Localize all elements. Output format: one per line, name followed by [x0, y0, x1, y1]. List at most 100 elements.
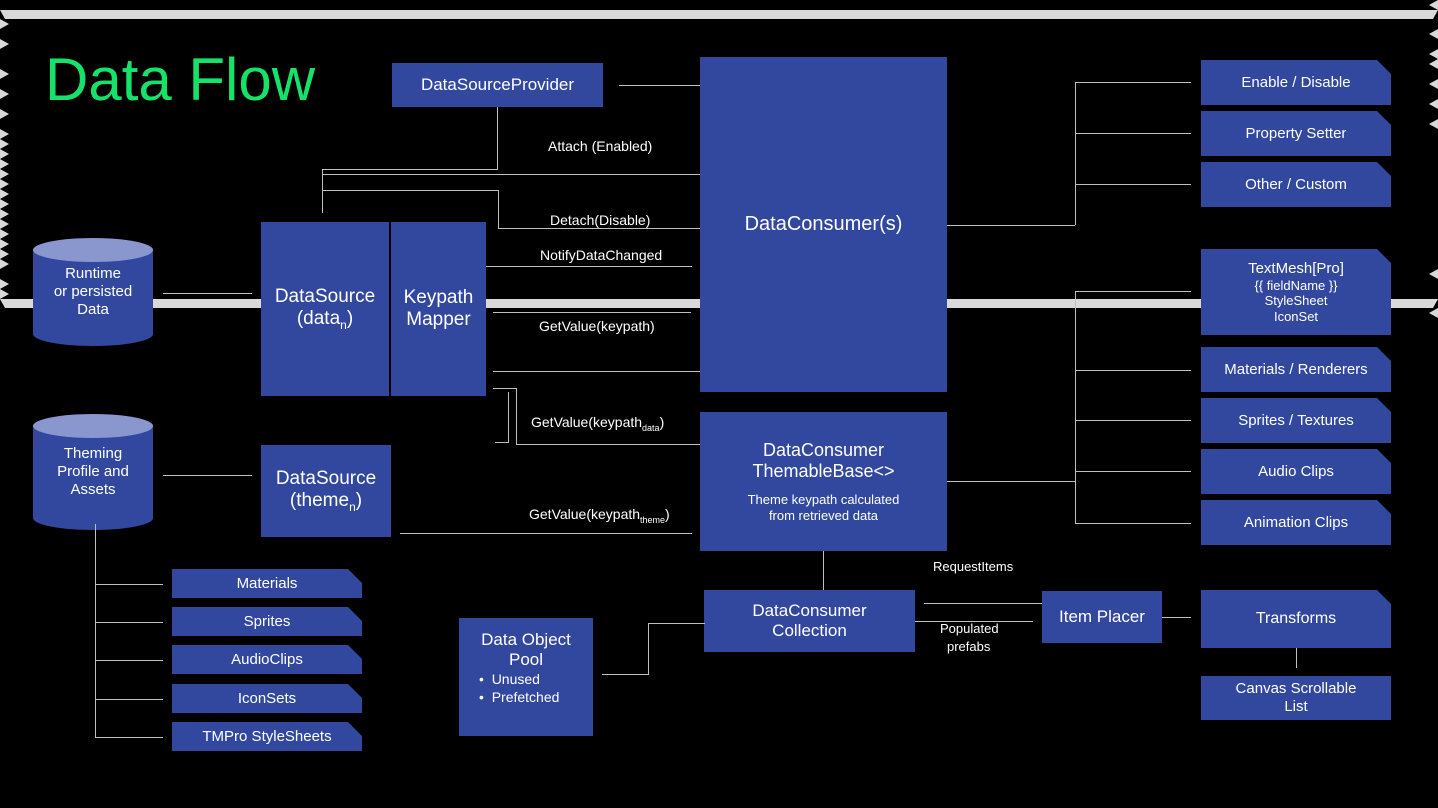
node-animation-clips[interactable]: Animation Clips: [1201, 500, 1391, 545]
node-canvas-scrollable-list[interactable]: Canvas Scrollable List: [1201, 676, 1391, 720]
edge-gv-data-vert1: [516, 388, 517, 444]
node-materials-renderers[interactable]: Materials / Renderers: [1201, 347, 1391, 392]
edge-provider-down2: [322, 169, 323, 213]
node-data-consumers[interactable]: DataConsumer(s): [700, 57, 947, 392]
arrowhead-right-gv-data: [0, 69, 1438, 79]
edge-detach-vert: [498, 190, 499, 228]
divider-datasource-keypath: [389, 222, 391, 396]
edge-provider-across: [322, 169, 498, 170]
node-transforms[interactable]: Transforms: [1201, 590, 1391, 648]
label-getvalue-keypath-data: GetValue(keypathdata): [531, 414, 665, 433]
edge-gv-data-vert2: [508, 392, 509, 442]
arrowhead-materials-renderers: [0, 229, 1438, 239]
pool-line2: Pool: [508, 650, 544, 670]
node-asset-materials[interactable]: Materials: [172, 569, 362, 598]
pool-line1: Data Object: [481, 630, 571, 649]
cylinder-theming-assets: Theming Profile and Assets: [33, 414, 153, 530]
node-keypath-mapper-line1: Keypath: [403, 286, 474, 308]
cylinder-body: [33, 249, 153, 335]
themable-base-sub1: Theme keypath calculated: [747, 492, 900, 508]
edge-consumers-trunk: [1075, 82, 1076, 225]
node-enable-disable[interactable]: Enable / Disable: [1201, 60, 1391, 105]
node-textmesh-pro[interactable]: TextMesh[Pro] {{ fieldName }} StyleSheet…: [1201, 249, 1391, 335]
arrowhead-right-datasource: [0, 109, 1438, 119]
arrowhead-left-runtime: [0, 99, 1438, 109]
edge-gv-data-seg3: [495, 442, 509, 443]
cylinder-top: [33, 238, 153, 262]
edge-themable-right: [947, 481, 1075, 482]
edge-asset-tmpro: [95, 737, 163, 738]
arrowhead-transforms: [0, 289, 1438, 299]
label-attach: Attach (Enabled): [548, 138, 653, 154]
node-data-consumer-collection[interactable]: DataConsumer Collection: [704, 590, 915, 652]
textmesh-line1: TextMesh[Pro]: [1248, 260, 1344, 278]
edge-to-materials-renderers: [1075, 370, 1191, 371]
canvas-list-line2: List: [1284, 698, 1308, 715]
arrowhead-right-gv-theme: [0, 89, 1438, 99]
node-audio-clips[interactable]: Audio Clips: [1201, 449, 1391, 494]
node-data-source-theme[interactable]: DataSource (themen): [261, 445, 391, 537]
edge-collection-pool-top: [648, 623, 705, 624]
edge-to-animation-clips: [1075, 523, 1191, 524]
themable-base-sub2: from retrieved data: [768, 507, 879, 523]
arrowhead-other-custom: [0, 209, 1438, 219]
arrowhead-asset-tmpro: [0, 179, 1438, 189]
edge-themable-to-collection: [823, 551, 824, 590]
arrowhead-populated-prefabs: [0, 279, 1438, 289]
cylinder-runtime-label: Runtime or persisted Data: [53, 265, 133, 318]
node-keypath-mapper-line2: Mapper: [406, 309, 471, 330]
edge-detach-across: [322, 190, 498, 191]
arrowhead-asset-materials: [0, 139, 1438, 149]
node-data-source-provider[interactable]: DataSourceProvider: [392, 63, 603, 107]
cylinder-runtime-data: Runtime or persisted Data: [33, 238, 153, 346]
node-themable-base[interactable]: DataConsumer ThemableBase<> Theme keypat…: [700, 412, 947, 551]
arrowhead-sprites-textures: [0, 239, 1438, 249]
label-request-items: RequestItems: [933, 559, 1014, 574]
cylinder-body: [33, 425, 153, 519]
arrowhead-left-provider: [0, 0, 1438, 10]
node-data-object-pool[interactable]: Data Object Pool Unused Prefetched: [459, 618, 593, 736]
themable-base-line2: ThemableBase<>: [752, 461, 895, 482]
page-title: Data Flow: [45, 46, 316, 113]
node-data-source-data[interactable]: DataSource (datan): [261, 222, 389, 396]
arrowhead-down-datasource: [0, 10, 1438, 19]
edge-collection-pool-bot: [602, 674, 649, 675]
node-property-setter[interactable]: Property Setter: [1201, 111, 1391, 156]
arrowhead-left-return: [0, 49, 1438, 59]
edge-asset-iconsets: [95, 699, 163, 700]
edge-to-textmesh: [1075, 291, 1191, 292]
edge-provider-down: [497, 107, 498, 169]
arrowhead-left-gv-data: [0, 59, 1438, 69]
arrowhead-asset-audioclips: [0, 159, 1438, 169]
node-other-custom[interactable]: Other / Custom: [1201, 162, 1391, 207]
arrowhead-left-getvalue: [0, 29, 1438, 39]
arrowhead-right-getvalue: [0, 39, 1438, 49]
arrowhead-property-setter: [0, 199, 1438, 209]
edge-placer-transforms: [1162, 617, 1191, 618]
edge-runtime-datasource: [163, 293, 252, 294]
textmesh-line2: {{ fieldName }}: [1254, 277, 1338, 293]
node-asset-tmpro-stylesheets[interactable]: TMPro StyleSheets: [172, 722, 362, 751]
edge-consumers-right: [947, 225, 1075, 226]
edge-to-enable-disable: [1075, 82, 1191, 83]
edge-theming-datasource: [163, 475, 252, 476]
edge-to-other-custom: [1075, 184, 1191, 185]
node-keypath-mapper[interactable]: Keypath Mapper: [391, 222, 486, 396]
node-asset-audioclips[interactable]: AudioClips: [172, 645, 362, 674]
node-asset-sprites[interactable]: Sprites: [172, 607, 362, 636]
arrowhead-right-datasource-theme: [0, 129, 1438, 139]
label-notify-data-changed: NotifyDataChanged: [540, 247, 663, 263]
label-populated-prefabs-1: Populated: [940, 621, 999, 636]
edge-attach-rail: [322, 174, 700, 175]
edge-to-audio-clips: [1075, 471, 1191, 472]
arrowhead-textmesh: [0, 219, 1438, 229]
node-sprites-textures[interactable]: Sprites / Textures: [1201, 398, 1391, 443]
arrowhead-right-notify: [0, 19, 1438, 29]
edge-gv-data-seg2: [516, 444, 700, 445]
node-item-placer[interactable]: Item Placer: [1042, 591, 1162, 643]
label-getvalue-keypath-theme: GetValue(keypaththeme): [529, 506, 670, 525]
node-data-source-data-line1: DataSource: [274, 285, 376, 307]
label-getvalue-keypath: GetValue(keypath): [539, 318, 655, 334]
node-asset-iconsets[interactable]: IconSets: [172, 684, 362, 713]
edge-getvalue-keypath: [493, 312, 691, 313]
